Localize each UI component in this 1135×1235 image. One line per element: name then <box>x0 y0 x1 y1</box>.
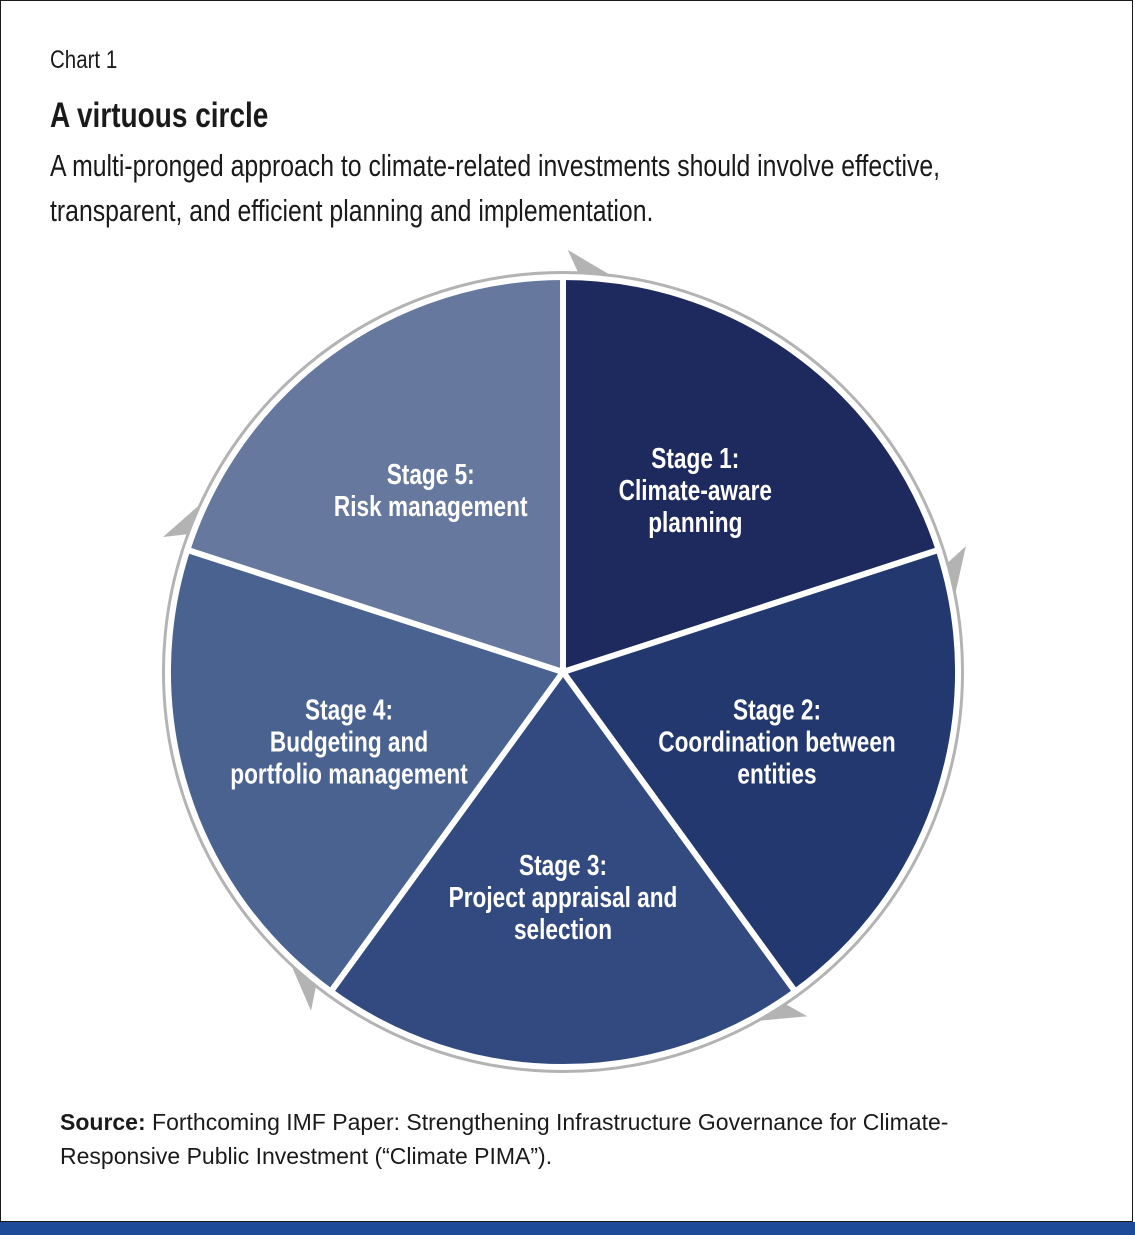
chart-title: A virtuous circle <box>50 96 269 135</box>
stage-4-wedge <box>165 546 568 996</box>
subtitle-line-2: transparent, and efficient planning and … <box>50 193 654 228</box>
stage-5-label: Stage 5:Risk management <box>334 457 528 522</box>
stage-3-label-line: selection <box>514 912 612 945</box>
stage-wedges <box>165 273 961 1071</box>
stage-4-label-line: portfolio management <box>230 757 468 790</box>
stage-4-label-line: Stage 4: <box>305 693 393 726</box>
stage-5-label-line: Risk management <box>334 489 528 522</box>
subtitle-line-1: A multi-pronged approach to climate-rela… <box>50 148 941 183</box>
chart-subtitle: A multi-pronged approach to climate-rela… <box>50 143 940 233</box>
stage-2-label-line: entities <box>737 757 816 790</box>
stage-2-wedge <box>558 546 961 996</box>
source-note: Source: Forthcoming IMF Paper: Strengthe… <box>60 1105 1060 1173</box>
source-text: Forthcoming IMF Paper: Strengthening Inf… <box>60 1109 949 1169</box>
stage-2-label-line: Stage 2: <box>733 693 821 726</box>
stage-1-label-line: Stage 1: <box>651 441 739 474</box>
stage-3-label-line: Stage 3: <box>519 848 607 881</box>
bottom-accent-bar <box>0 1222 1135 1235</box>
stage-3-wedge <box>326 666 800 1071</box>
stage-1-wedge <box>560 273 943 677</box>
stage-5-wedge <box>183 273 566 677</box>
stage-1-label-line: planning <box>648 505 742 538</box>
stage-3-label-line: Project appraisal and <box>449 880 678 913</box>
chart-label: Chart 1 <box>50 46 118 74</box>
stage-5-label-line: Stage 5: <box>387 457 475 490</box>
stage-2-label-line: Coordination between <box>658 725 895 758</box>
stage-4-label-line: Budgeting and <box>270 725 428 758</box>
stage-1-label-line: Climate-aware <box>619 473 772 506</box>
source-label: Source: <box>60 1109 146 1135</box>
